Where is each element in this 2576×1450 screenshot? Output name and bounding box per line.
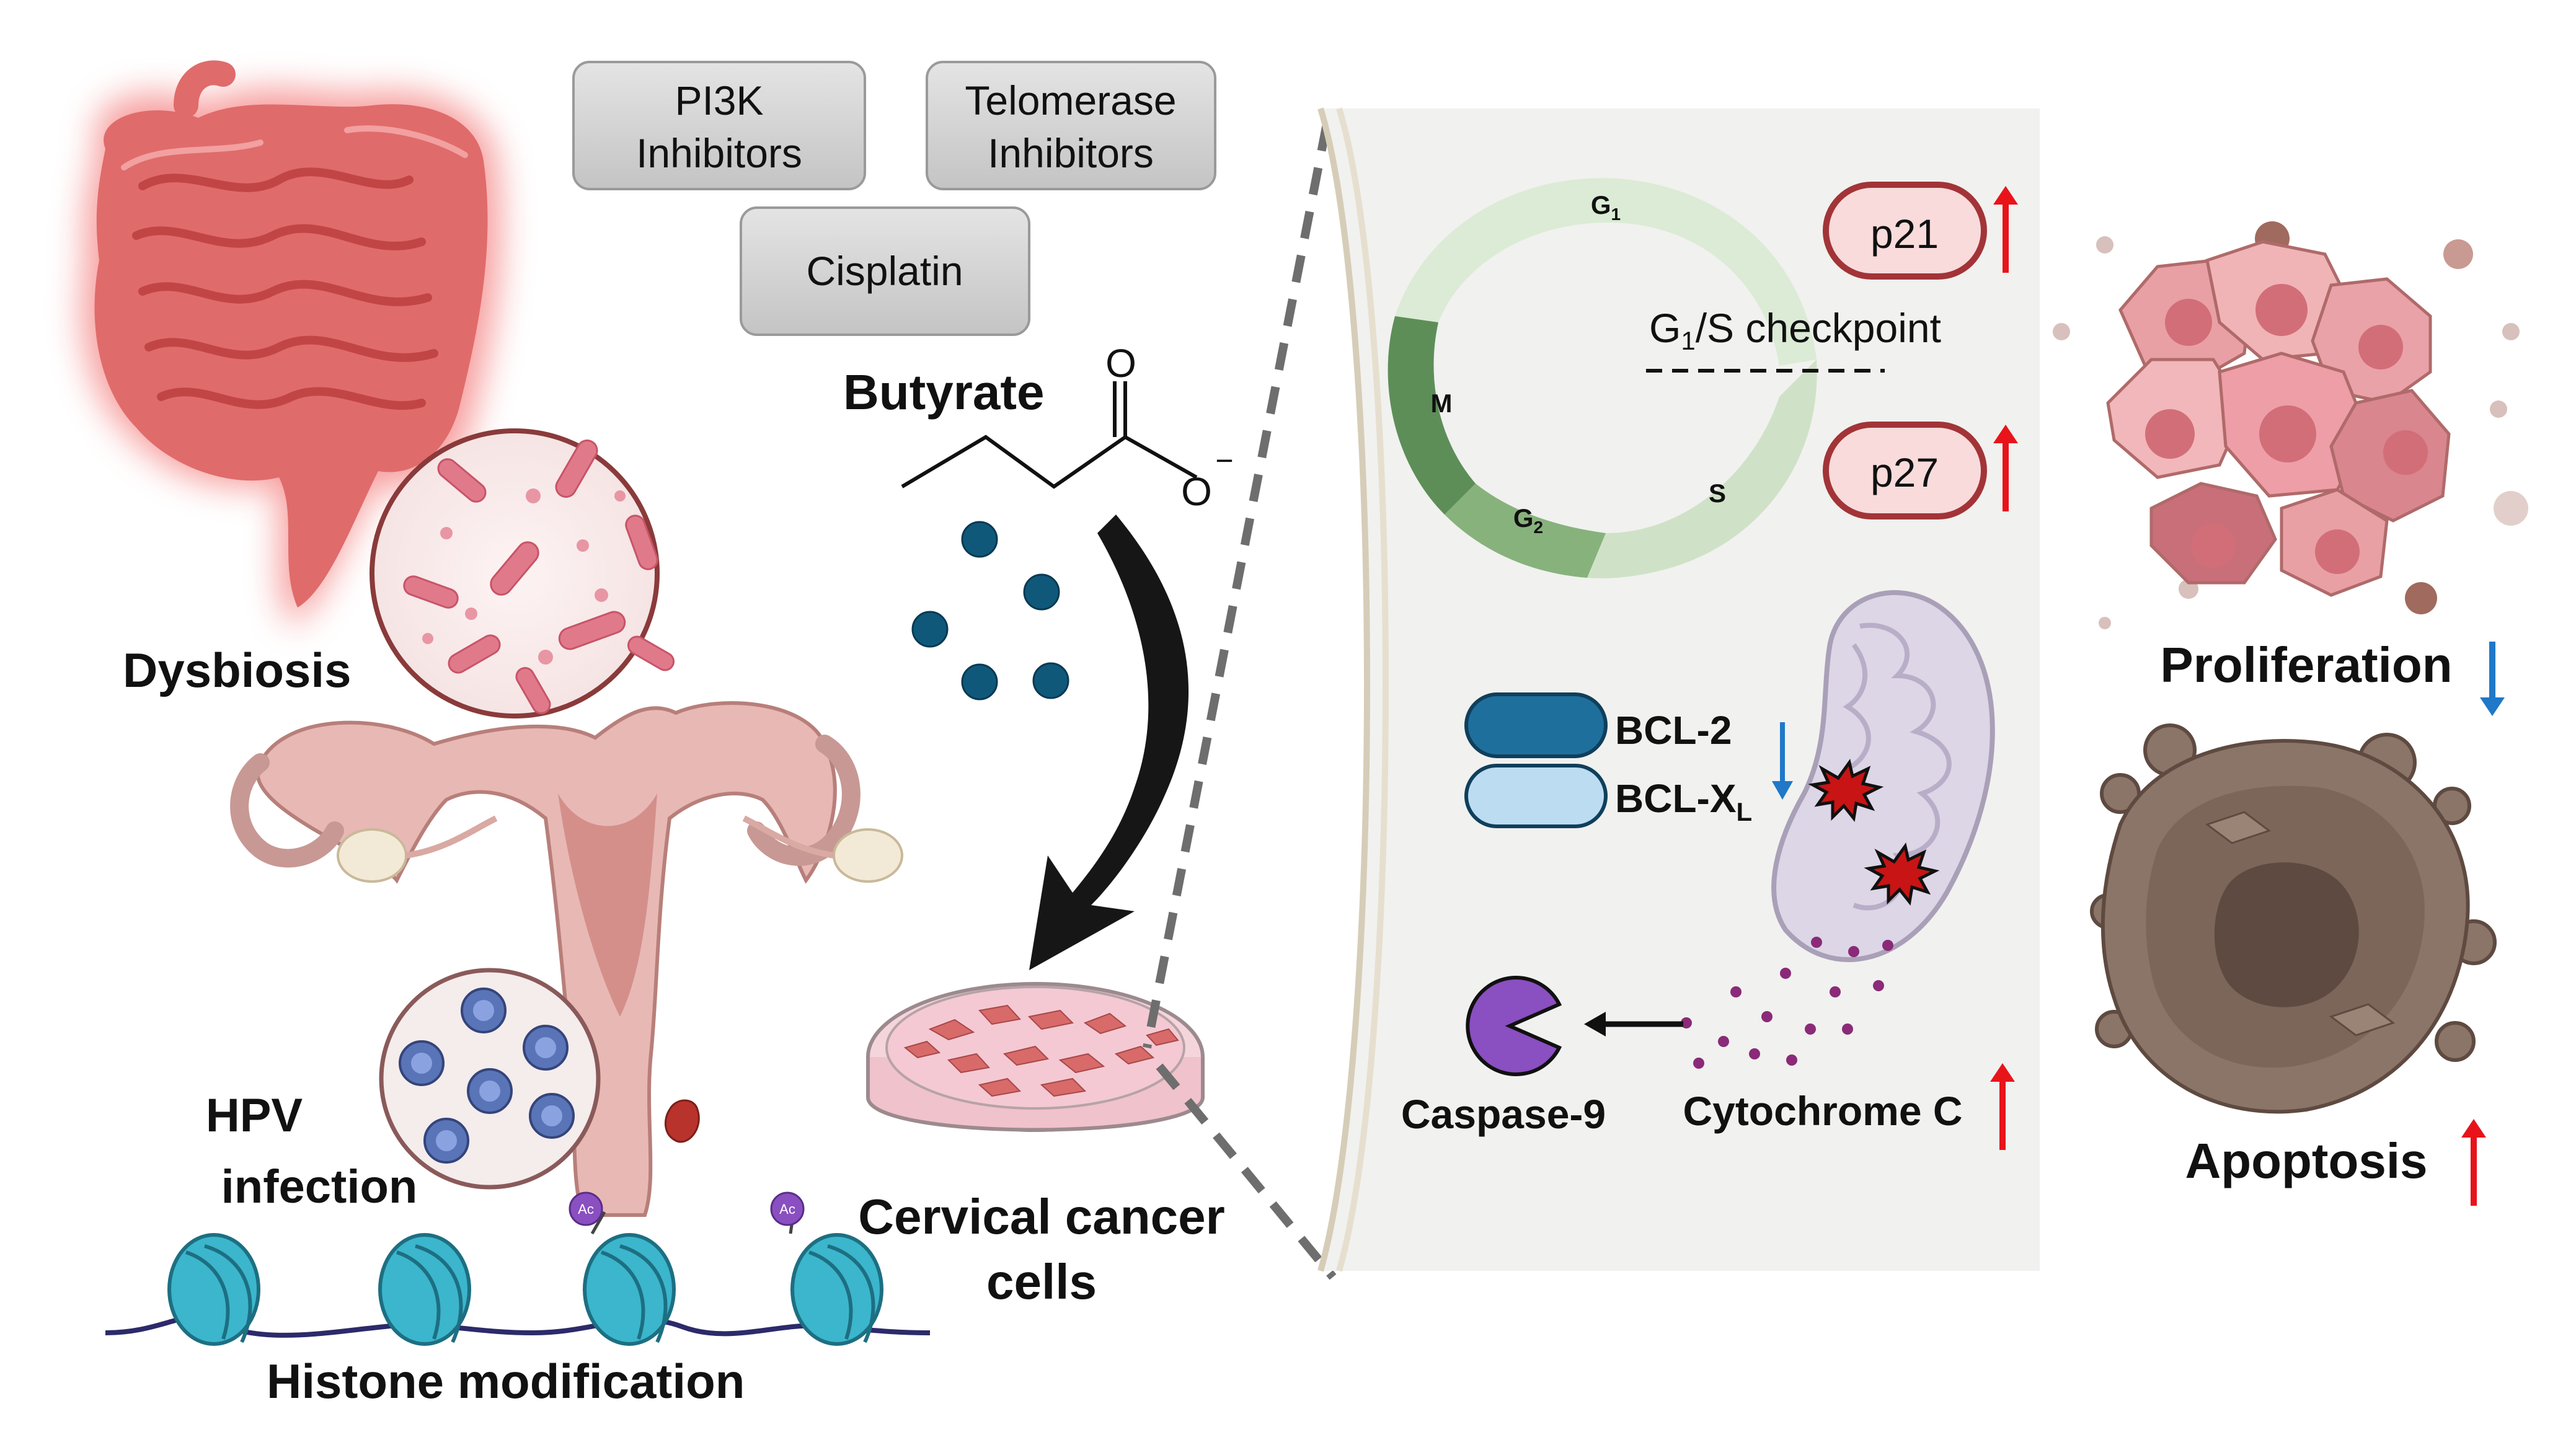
pi3k-inhibitors-box: PI3K Inhibitors [572, 61, 866, 190]
acetyl-tag-2: Ac [779, 1201, 795, 1217]
bclxl-label: BCL-XL [1615, 776, 1752, 826]
p27-up-arrow-icon [1993, 425, 2018, 511]
intestine-illustration [82, 60, 500, 626]
bclxl-protein [1464, 764, 1608, 828]
bacteria-magnifier-icon [370, 428, 675, 718]
phase-g2-label: G2 [1513, 503, 1543, 537]
cervical-cancer-label-line1: Cervical cancer [858, 1189, 1225, 1244]
butyrate-oxygen-top: O [1105, 341, 1136, 386]
acetyl-tag-1: Ac [578, 1201, 594, 1217]
butyrate-structure [901, 381, 1198, 489]
apoptotic-cell-illustration [2090, 723, 2497, 1114]
apoptosis-label: Apoptosis [2185, 1133, 2427, 1188]
p21-badge: p21 [1823, 182, 1987, 280]
p21-up-arrow-icon [1993, 186, 2018, 273]
cervical-cancer-label-line2: cells [986, 1254, 1097, 1309]
butyrate-oxygen-right: O [1181, 469, 1212, 514]
p27-label: p27 [1870, 449, 1939, 495]
cytochrome-c-label: Cytochrome C [1683, 1088, 1962, 1134]
checkpoint-label: G1/S checkpoint [1649, 305, 1941, 355]
telomerase-label-line2: Inhibitors [988, 130, 1154, 176]
hpv-label-line1: HPV [206, 1089, 303, 1142]
proliferation-label: Proliferation [2160, 637, 2452, 692]
bcl2-label: BCL-2 [1615, 708, 1732, 753]
zoom-dashed-line [1143, 123, 1331, 1049]
butyrate-label: Butyrate [843, 365, 1045, 420]
proliferation-down-arrow-icon [2480, 642, 2505, 716]
cisplatin-label: Cisplatin [806, 248, 963, 294]
mitochondrial-damage-icon [1808, 759, 1940, 906]
telomerase-label-line1: Telomerase [965, 77, 1176, 123]
cytochrome-to-caspase-arrow [1584, 1012, 1683, 1037]
cisplatin-box: Cisplatin [740, 206, 1030, 336]
mitochondrion-icon [1771, 590, 1995, 962]
phase-m-label: M [1431, 389, 1453, 418]
caspase-9-icon [1466, 976, 1562, 1076]
bcl-down-arrow-icon [1772, 722, 1793, 800]
dysbiosis-label: Dysbiosis [123, 643, 351, 697]
cytochrome-c-dots [1681, 937, 1893, 1069]
treatment-arrow-icon [1029, 515, 1189, 970]
hpv-label-line2: infection [221, 1160, 418, 1213]
phase-g1-label: G1 [1591, 190, 1621, 224]
phase-s-label: S [1709, 479, 1726, 508]
uterus-illustration [230, 701, 903, 1217]
histone-modification-label: Histone modification [267, 1354, 745, 1408]
apoptosis-up-arrow-icon [2461, 1119, 2486, 1206]
pi3k-label-line2: Inhibitors [636, 130, 802, 176]
histone-dna-illustration [105, 1191, 931, 1346]
hpv-magnifier-icon [379, 968, 601, 1190]
proliferating-cells-illustration [2053, 221, 2528, 629]
butyrate-molecules [911, 521, 1069, 701]
caspase-9-label: Caspase-9 [1401, 1091, 1606, 1137]
pi3k-label-line1: PI3K [675, 77, 763, 123]
bcl2-protein [1464, 692, 1608, 758]
petri-dish-icon [866, 982, 1205, 1132]
butyrate-charge: − [1215, 443, 1233, 478]
cytochrome-up-arrow-icon [1990, 1063, 2015, 1150]
cell-cycle-ring [1388, 178, 1817, 578]
zoom-dashed-line-bottom [1156, 1063, 1337, 1280]
telomerase-inhibitors-box: Telomerase Inhibitors [926, 61, 1216, 190]
p27-badge: p27 [1823, 422, 1987, 519]
p21-label: p21 [1870, 211, 1939, 257]
